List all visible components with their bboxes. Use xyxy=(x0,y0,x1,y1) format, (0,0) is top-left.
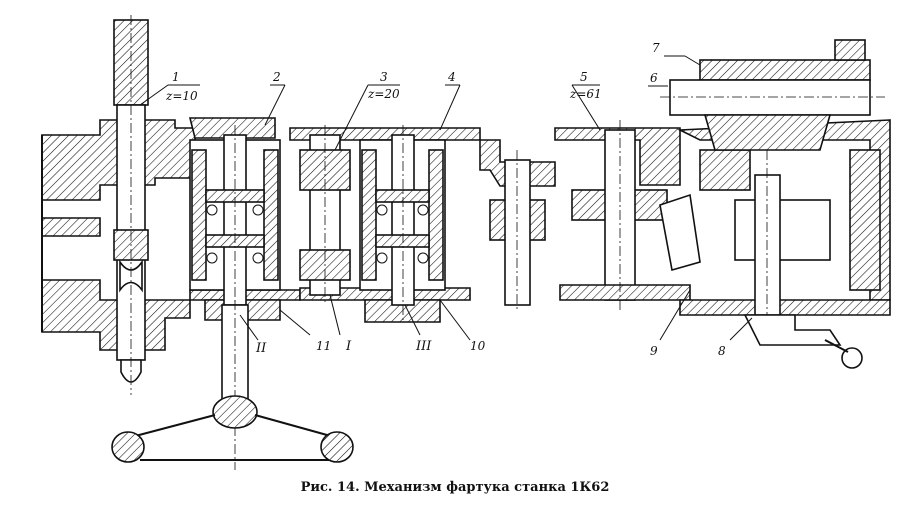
figure-caption: Рис. 14. Механизм фартука станка 1К62 xyxy=(300,480,610,495)
label-1-z: z=10 xyxy=(165,89,198,103)
label-2: 2 xyxy=(272,70,281,84)
label-10: 10 xyxy=(470,339,486,353)
label-8: 8 xyxy=(718,344,726,358)
label-5-z: z=61 xyxy=(569,87,602,101)
shaft-II-assembly xyxy=(189,125,281,320)
shaft-I xyxy=(299,125,351,305)
label-3: 3 xyxy=(380,70,388,84)
carriage-top xyxy=(660,39,885,151)
intermediate-gear xyxy=(489,150,546,310)
label-7: 7 xyxy=(652,41,660,55)
gear-5 xyxy=(554,120,691,310)
label-3-z: z=20 xyxy=(367,87,400,101)
label-II: II xyxy=(255,341,267,356)
label-III: III xyxy=(415,339,432,354)
lever-8 xyxy=(743,314,863,369)
label-4: 4 xyxy=(447,70,456,84)
shaft-1 xyxy=(113,15,149,395)
apron-mechanism-drawing: 1 z=10 2 3 z=20 4 5 z=61 6 7 8 9 10 11 I… xyxy=(41,15,891,470)
label-9: 9 xyxy=(650,344,658,358)
handwheel xyxy=(111,300,354,470)
label-5: 5 xyxy=(580,70,588,84)
shaft-III-assembly xyxy=(359,125,446,320)
right-housing xyxy=(659,119,891,330)
label-1: 1 xyxy=(172,70,180,84)
label-6: 6 xyxy=(650,71,658,85)
label-11: 11 xyxy=(316,339,331,353)
label-I: I xyxy=(345,339,352,354)
leader-lines xyxy=(139,55,753,341)
